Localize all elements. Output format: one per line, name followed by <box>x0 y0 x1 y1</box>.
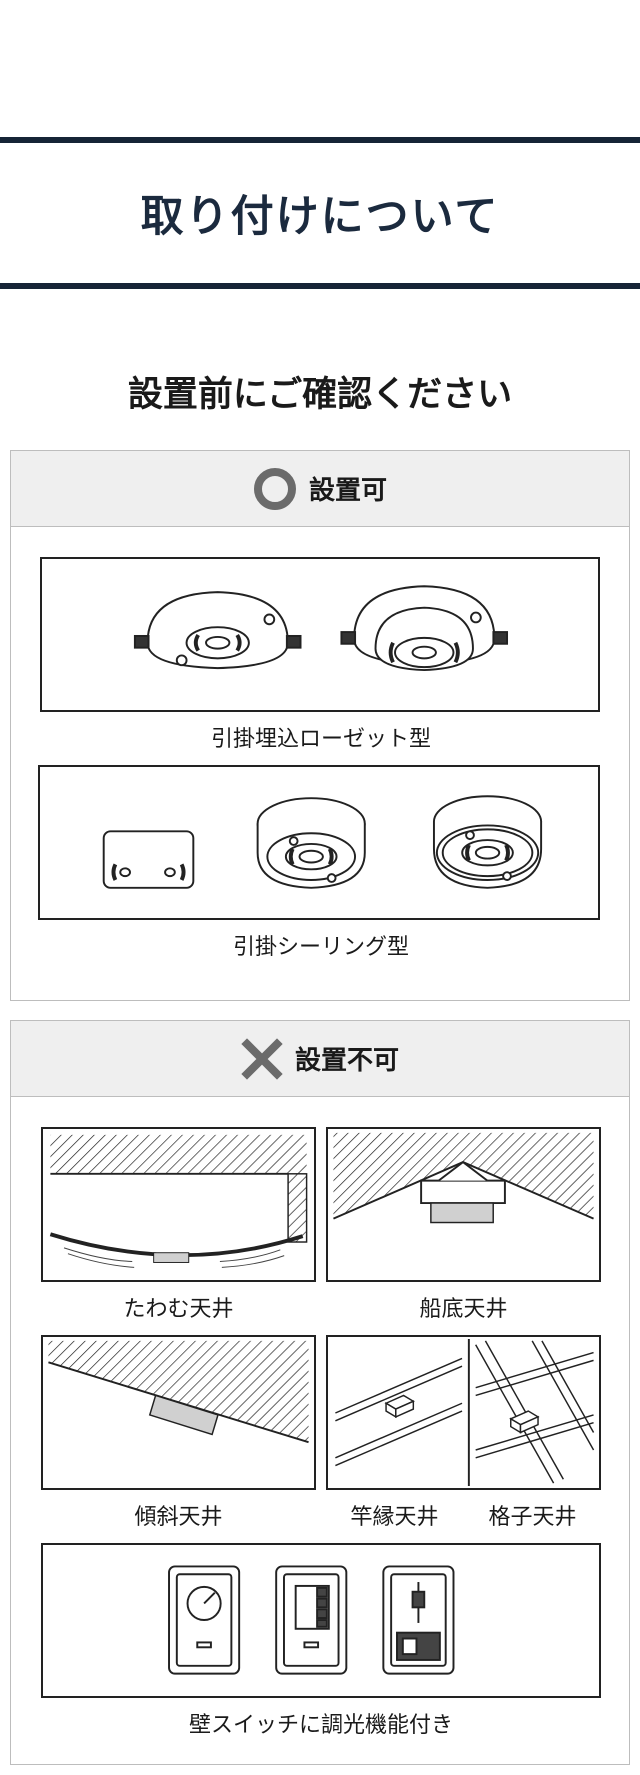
sagging-ceiling-figure <box>41 1127 316 1282</box>
caption-batten-ceiling: 竿縁天井 <box>350 1505 439 1530</box>
sloped-ceiling-illustration <box>48 1340 309 1444</box>
subtitle-wrap: 設置前にご確認ください <box>0 366 640 425</box>
caption-dimmer-switch: 壁スイッチに調光機能付き <box>188 1713 453 1738</box>
embedded-rosette-figure <box>40 557 600 712</box>
caption-hook-ceiling: 引掛シーリング型 <box>232 935 409 960</box>
embedded-rosette-illustration <box>133 585 509 672</box>
dimmer-switch-illustration <box>168 1565 455 1675</box>
boat-bottom-ceiling-illustration <box>333 1132 594 1224</box>
section-subtitle: 設置前にご確認ください <box>121 366 519 425</box>
hook-ceiling-figure <box>38 765 600 920</box>
caption-sagging-ceiling: たわむ天井 <box>123 1297 234 1322</box>
not-installable-title: 設置不可 <box>294 1046 399 1076</box>
installable-panel: 設置可 <box>10 450 630 1001</box>
sloped-ceiling-figure <box>41 1335 316 1490</box>
batten-coffered-ceiling-figure <box>326 1335 601 1490</box>
cross-icon <box>241 1037 283 1080</box>
circle-icon <box>253 467 296 510</box>
section-header: 取り付けについて <box>0 137 640 289</box>
not-installable-panel-header: 設置不可 <box>11 1021 629 1097</box>
batten-coffered-ceiling-illustration <box>335 1338 595 1487</box>
caption-boat-bottom-ceiling: 船底天井 <box>419 1297 508 1322</box>
sagging-ceiling-illustration <box>49 1134 308 1268</box>
caption-coffered-ceiling: 格子天井 <box>488 1505 577 1530</box>
dimmer-switch-figure <box>41 1543 601 1698</box>
caption-sloped-ceiling: 傾斜天井 <box>134 1505 223 1530</box>
not-installable-panel: 設置不可 たわむ天井 <box>10 1020 630 1765</box>
boat-bottom-ceiling-figure <box>326 1127 601 1282</box>
hook-ceiling-illustration <box>102 795 543 889</box>
installable-panel-header: 設置可 <box>11 451 629 527</box>
installable-title: 設置可 <box>308 476 387 506</box>
page-title: 取り付けについて <box>140 192 500 242</box>
caption-embedded-rosette: 引掛埋込ローゼット型 <box>210 727 431 752</box>
